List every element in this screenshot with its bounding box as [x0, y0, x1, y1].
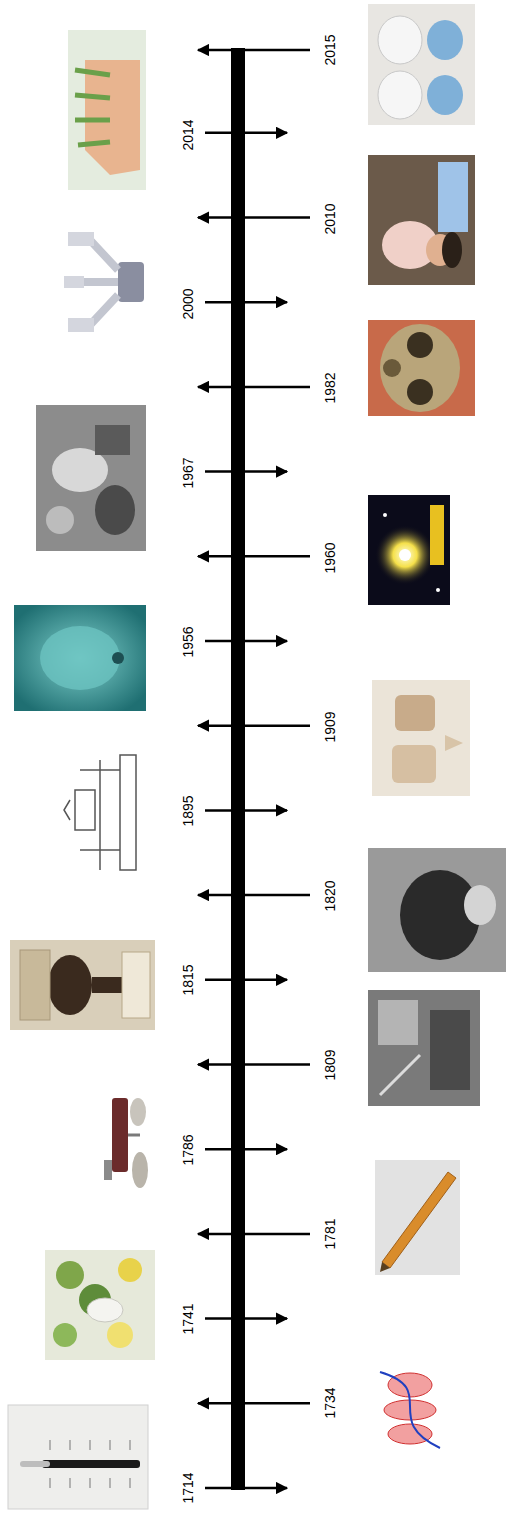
herbs-picture [45, 1250, 155, 1360]
year-label: 1895 [181, 796, 195, 827]
space-picture [368, 495, 450, 605]
surgery-photo [36, 405, 146, 551]
year-label: 2000 [181, 288, 195, 319]
year-label: 2015 [323, 34, 337, 65]
thermometer-picture [8, 1405, 148, 1509]
year-label: 1982 [323, 373, 337, 404]
year-label: 1967 [181, 457, 195, 488]
year-label: 1960 [323, 542, 337, 573]
year-label: 1781 [323, 1219, 337, 1250]
year-label: 2010 [323, 204, 337, 235]
year-label: 2014 [181, 119, 195, 150]
portrait-picture [368, 848, 506, 972]
year-label: 1714 [181, 1472, 195, 1503]
year-label: 1741 [181, 1303, 195, 1334]
pencil-picture [375, 1160, 460, 1275]
timeline-bar [231, 48, 245, 1490]
surgical-robot-picture [64, 232, 144, 332]
wave-picture [372, 1368, 448, 1452]
head-scan-picture [14, 605, 146, 711]
bottles-picture [10, 940, 155, 1030]
historic-photo-picture [368, 990, 480, 1106]
year-label: 1956 [181, 627, 195, 658]
year-label: 1815 [181, 965, 195, 996]
year-label: 1734 [323, 1388, 337, 1419]
gas-mask-picture [368, 320, 475, 416]
xray-machine-picture [62, 740, 144, 880]
year-label: 1809 [323, 1049, 337, 1080]
tick-arrows [198, 50, 310, 1488]
presenter-photo [368, 155, 475, 285]
microscope-picture [104, 1098, 148, 1188]
robots-photo [368, 4, 475, 125]
year-label: 1909 [323, 711, 337, 742]
pills-picture [372, 680, 470, 796]
year-label: 1820 [323, 880, 337, 911]
year-label: 1786 [181, 1134, 195, 1165]
bionic-hand-picture [68, 30, 146, 190]
